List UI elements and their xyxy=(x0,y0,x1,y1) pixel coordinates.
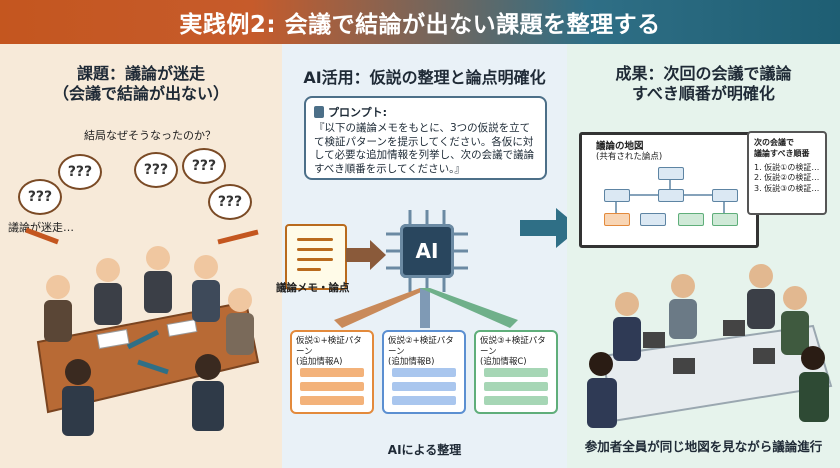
card1-bar xyxy=(300,382,364,391)
result-title-line2: すべき順番が明確化 xyxy=(632,84,775,103)
confusion-bubble: ??? xyxy=(208,184,252,220)
board-title: 議論の地図 (共有された論点) xyxy=(596,141,663,163)
card2-title: 仮説②+検証パターン(追加情報B) xyxy=(388,336,454,368)
ai-title: AI活用：仮説の整理と論点明確化 xyxy=(303,68,546,87)
card1-bar xyxy=(300,396,364,405)
order-item: 3. 仮説③の検証… xyxy=(754,184,820,194)
confusion-caption: 議論が迷走… xyxy=(8,221,74,234)
result-title: 成果：次回の会議で議論 すべき順番が明確化 xyxy=(567,64,840,104)
confusion-bubble: ??? xyxy=(134,152,178,188)
problem-title-line1: 課題：議論が迷走 xyxy=(76,64,205,83)
memo-label: 議論メモ・論点 xyxy=(276,282,350,294)
prompt-box: プロンプト: 『以下の議論メモをもとに、3つの仮説を立てて検証パターンを提示して… xyxy=(304,96,547,180)
order-item: 2. 仮説②の検証… xyxy=(754,173,820,183)
hypothesis-card-3: 仮説③+検証パターン(追加情報C) xyxy=(474,330,558,414)
flow-node xyxy=(712,189,738,202)
confusion-bubble: ??? xyxy=(182,148,226,184)
card2-bar xyxy=(392,382,456,391)
page-title: 実践例2: 会議で結論が出ない課題を整理する xyxy=(179,12,661,38)
card3-bar xyxy=(484,368,548,377)
question-caption: 結局なぜそうなったのか？ xyxy=(84,129,216,142)
panel-result: 成果：次回の会議で議論 すべき順番が明確化 議論の地図 (共有された論点) xyxy=(567,44,840,468)
order-title: 次の会議で 議論すべき順番 xyxy=(754,138,810,158)
flow-node xyxy=(604,189,630,202)
flow-node xyxy=(658,167,684,180)
clipboard-icon xyxy=(314,106,324,118)
card3-bar xyxy=(484,396,548,405)
header-banner: 実践例2: 会議で結論が出ない課題を整理する xyxy=(0,0,840,44)
flow-node xyxy=(712,213,738,226)
confusion-bubble: ??? xyxy=(58,154,102,190)
ai-chip-label: AI xyxy=(400,224,454,278)
problem-title: 課題：議論が迷走 （会議で結論が出ない） xyxy=(0,64,282,104)
order-item: 1. 仮説①の検証… xyxy=(754,162,820,172)
problem-title-line2: （会議で結論が出ない） xyxy=(52,84,229,103)
flow-node xyxy=(640,213,666,226)
flow-lines xyxy=(615,179,725,213)
chip-pins-icon xyxy=(386,210,468,292)
flow-node xyxy=(678,213,704,226)
ai-organize-label: AIによる整理 xyxy=(387,443,462,457)
hypothesis-card-2: 仮説②+検証パターン(追加情報B) xyxy=(382,330,466,414)
whiteboard: 議論の地図 (共有された論点) xyxy=(579,132,759,248)
next-order-card: 次の会議で 議論すべき順番 1. 仮説①の検証… 2. 仮説②の検証… 3. 仮… xyxy=(747,131,827,215)
flow-node xyxy=(658,189,684,202)
result-footer: 参加者全員が同じ地図を見ながら議論進行 xyxy=(584,439,823,454)
confusion-bubble: ??? xyxy=(18,179,62,215)
panel-ai: AI活用：仮説の整理と論点明確化 プロンプト: 『以下の議論メモをもとに、3つの… xyxy=(276,44,567,468)
result-title-line1: 成果：次回の会議で議論 xyxy=(615,64,792,83)
prompt-title: プロンプト: xyxy=(328,106,388,119)
ai-chip: AI xyxy=(386,210,468,292)
arrow-to-result-icon xyxy=(520,208,580,248)
card3-bar xyxy=(484,382,548,391)
card2-bar xyxy=(392,396,456,405)
organized-meeting-illustration xyxy=(587,264,833,428)
hypothesis-card-1: 仮説①+検証パターン(追加情報A) xyxy=(290,330,374,414)
card2-bar xyxy=(392,368,456,377)
prompt-heading: プロンプト: xyxy=(314,104,537,120)
card1-title: 仮説①+検証パターン(追加情報A) xyxy=(296,336,362,368)
card1-bar xyxy=(300,368,364,377)
prompt-text: 『以下の議論メモをもとに、3つの仮説を立てて検証パターンを提示してください。各仮… xyxy=(314,122,535,175)
flow-node xyxy=(604,213,630,226)
chaotic-meeting-illustration xyxy=(25,227,260,436)
split-arrows-icon xyxy=(334,288,518,328)
panel-problem: 課題：議論が迷走 （会議で結論が出ない） 結局なぜそうなったのか？ ??? ??… xyxy=(0,44,282,468)
card3-title: 仮説③+検証パターン(追加情報C) xyxy=(480,336,546,368)
arrow-to-ai-icon xyxy=(346,240,386,270)
